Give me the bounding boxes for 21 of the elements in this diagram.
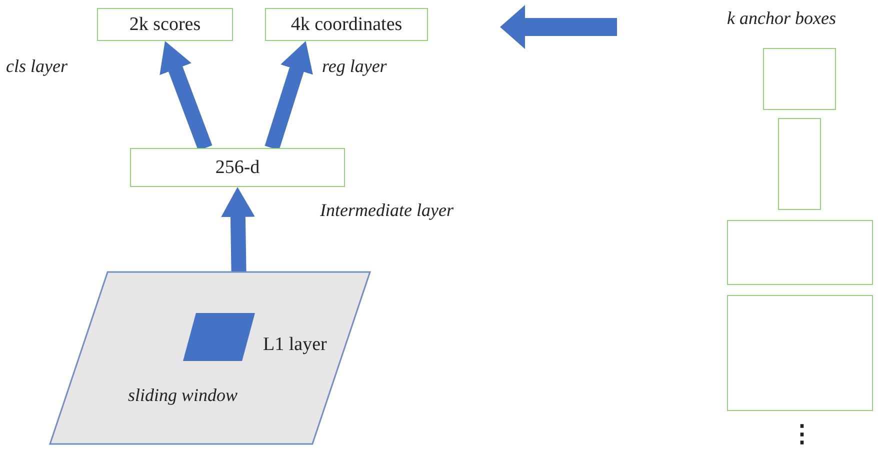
anchor-box [763,48,836,110]
node-label: 2k scores [129,14,201,36]
ellipsis: ⋮ [790,421,814,449]
layer-label: cls layer [6,56,68,77]
layer-box [130,148,345,187]
layer-label: Intermediate layer [320,200,454,221]
arrow [264,41,313,150]
sliding-window-plane [50,272,370,444]
layer-label: reg layer [322,56,387,77]
anchor-box [727,295,873,411]
anchor-box [778,118,821,210]
node-caption: L1 layer [263,334,327,356]
anchor-box [727,220,873,285]
layer-box [97,8,233,41]
arrow [220,187,255,272]
arrow [160,41,212,151]
layer-label: k anchor boxes [727,8,836,29]
node-label: 4k coordinates [290,14,402,36]
node-label: 256-d [215,156,260,178]
node-label: sliding window [128,385,238,406]
layer-box [265,8,428,41]
